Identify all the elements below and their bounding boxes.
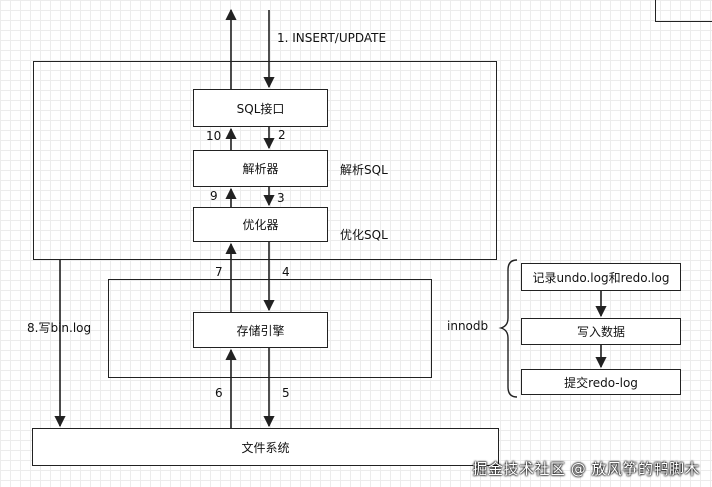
optimizer-label: 优化器 xyxy=(242,218,279,232)
watermark: 掘金技术社区 @ 放风筝的鸭脚木 xyxy=(472,460,700,478)
record-logs-label: 记录undo.log和redo.log xyxy=(532,270,670,285)
record-logs-box: 记录undo.log和redo.log xyxy=(521,263,681,291)
optimizer-box: 优化器 xyxy=(193,207,328,242)
parser-label: 解析器 xyxy=(242,162,279,176)
corner-box xyxy=(655,0,712,22)
storage-engine-box: 存储引擎 xyxy=(193,312,328,348)
storage-engine-label: 存储引擎 xyxy=(236,323,285,338)
step-5: 5 xyxy=(282,386,290,400)
step-6: 6 xyxy=(215,386,223,400)
step-10: 10 xyxy=(206,129,222,143)
storage-layer-box xyxy=(108,279,432,378)
step-7: 7 xyxy=(215,265,223,279)
write-data-label: 写入数据 xyxy=(576,325,625,339)
innodb-brace xyxy=(498,259,518,398)
step-9: 9 xyxy=(210,189,218,203)
sql-interface-label: SQL接口 xyxy=(236,101,285,116)
optimize-sql-label: 优化SQL xyxy=(340,228,388,242)
write-binlog-label: 8.写bin.log xyxy=(27,321,92,335)
write-data-box: 写入数据 xyxy=(521,318,681,345)
step-2: 2 xyxy=(278,128,286,142)
insert-update-label: 1. INSERT/UPDATE xyxy=(277,31,387,45)
step-3: 3 xyxy=(277,191,285,205)
step-4: 4 xyxy=(282,265,290,279)
commit-redo-label: 提交redo-log xyxy=(564,375,638,390)
commit-redo-box: 提交redo-log xyxy=(521,369,681,395)
sql-interface-box: SQL接口 xyxy=(193,89,328,127)
file-system-box: 文件系统 xyxy=(32,428,499,466)
server-layer-box xyxy=(33,61,497,260)
parser-box: 解析器 xyxy=(193,150,328,187)
file-system-label: 文件系统 xyxy=(241,440,290,455)
parse-sql-label: 解析SQL xyxy=(340,163,388,177)
innodb-label: innodb xyxy=(447,319,489,333)
